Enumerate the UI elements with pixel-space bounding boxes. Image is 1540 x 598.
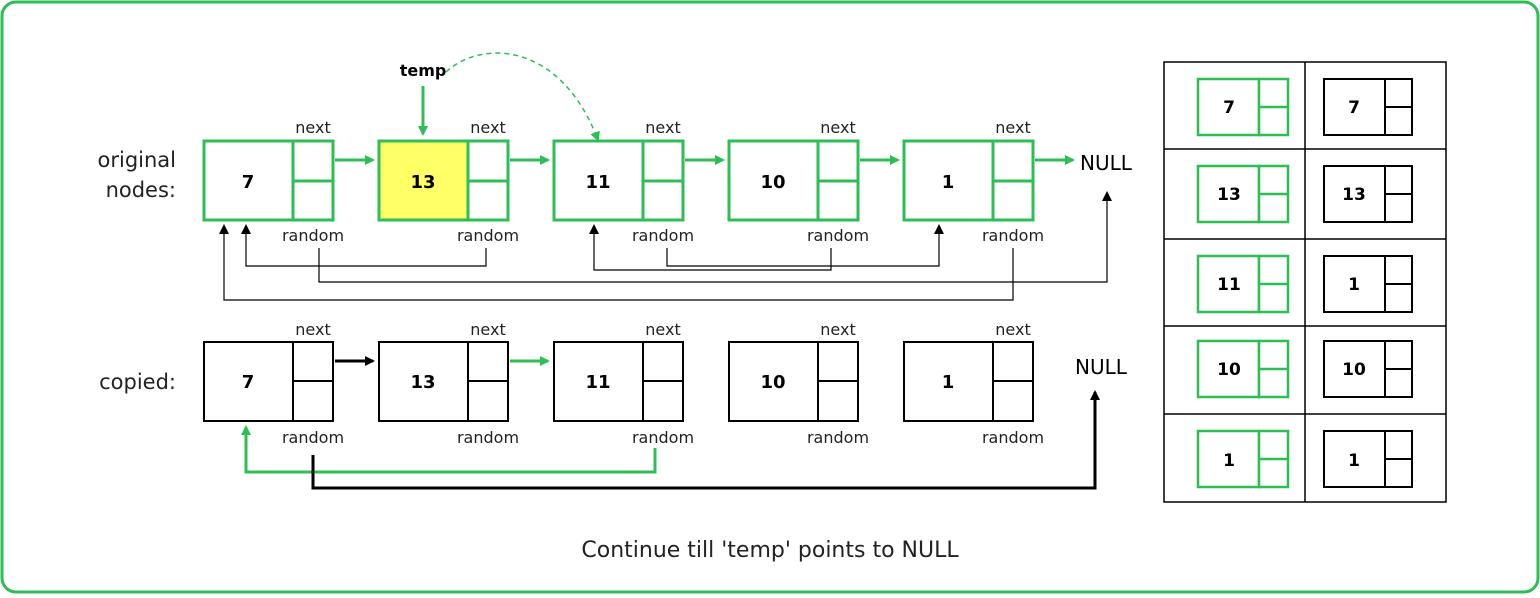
copied-node-7: 7	[203, 341, 334, 422]
map-copy-value: 10	[1342, 360, 1366, 380]
map-row: 1 1	[1196, 429, 1413, 489]
random-label: random	[457, 226, 519, 245]
next-label: next	[995, 118, 1030, 137]
copied-node-11: 11	[553, 341, 684, 422]
original-node-11: 11	[552, 139, 685, 222]
map-original-value: 11	[1217, 275, 1241, 295]
original-node-value: 11	[585, 172, 610, 193]
copied-random-7-to-null	[311, 390, 1100, 490]
random-label: random	[807, 428, 869, 447]
random-label: random	[982, 428, 1044, 447]
random-label: random	[282, 428, 344, 447]
next-label: next	[295, 320, 330, 339]
copied-node-value: 1	[942, 372, 955, 393]
copied-random-11-to-7	[241, 425, 657, 474]
random-label: random	[982, 226, 1044, 245]
copied-node-value: 11	[585, 372, 610, 393]
map-original-value: 10	[1217, 360, 1241, 380]
original-node-7: 7	[202, 139, 335, 222]
label-original-line2: nodes:	[106, 178, 176, 202]
copied-node-value: 7	[242, 372, 255, 393]
next-label: next	[995, 320, 1030, 339]
null-copied: NULL	[1075, 355, 1128, 379]
map-row: 13 13	[1196, 164, 1413, 224]
next-label: next	[820, 118, 855, 137]
next-label: next	[295, 118, 330, 137]
caption: Continue till 'temp' points to NULL	[581, 538, 959, 563]
null-original: NULL	[1080, 151, 1133, 175]
map-copy-value: 13	[1342, 185, 1366, 205]
random-label: random	[807, 226, 869, 245]
copied-node-1: 1	[903, 341, 1034, 422]
next-label: next	[470, 320, 505, 339]
map-copy-value: 1	[1348, 275, 1360, 295]
map-original-value: 13	[1217, 185, 1241, 205]
original-node-value: 1	[942, 172, 955, 193]
copied-node-10: 10	[728, 341, 859, 422]
map-copy-value: 1	[1348, 451, 1360, 471]
map-row: 10 10	[1196, 339, 1413, 399]
next-label: next	[645, 320, 680, 339]
random-label: random	[632, 226, 694, 245]
original-node-13: 13	[377, 139, 510, 222]
map-original-value: 7	[1223, 98, 1235, 118]
random-label: random	[282, 226, 344, 245]
map-row: 11 1	[1196, 254, 1413, 314]
map-copy-value: 7	[1348, 98, 1360, 118]
temp-label: temp	[400, 61, 447, 80]
copied-node-value: 10	[760, 372, 785, 393]
copied-node-value: 13	[410, 372, 435, 393]
next-label: next	[470, 118, 505, 137]
label-copied: copied:	[99, 370, 176, 394]
original-node-value: 10	[760, 172, 785, 193]
next-label: next	[820, 320, 855, 339]
original-node-1: 1	[902, 139, 1035, 222]
map-row: 7 7	[1196, 77, 1413, 137]
temp-move-arrow	[445, 52, 600, 142]
label-original-line1: original	[98, 148, 177, 172]
copied-node-13: 13	[378, 341, 509, 422]
map-original-value: 1	[1223, 451, 1235, 471]
random-label: random	[457, 428, 519, 447]
original-node-10: 10	[727, 139, 860, 222]
next-label: next	[645, 118, 680, 137]
original-random-pointers	[219, 191, 1112, 301]
random-label: random	[632, 428, 694, 447]
original-node-value: 13	[410, 172, 435, 193]
original-node-value: 7	[242, 172, 255, 193]
